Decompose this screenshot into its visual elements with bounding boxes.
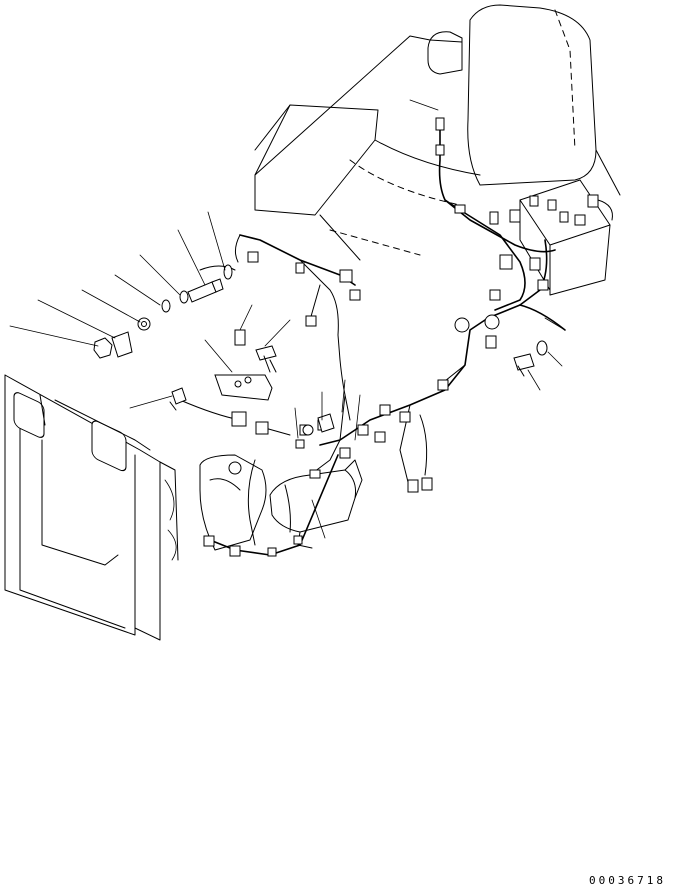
radiator-grille: [4, 374, 179, 641]
hardware-parts: [93, 264, 548, 436]
drawing-number: 00036718: [589, 874, 666, 887]
machine-body: [254, 35, 621, 261]
battery-box: [519, 179, 613, 296]
engine-assembly: [199, 454, 363, 551]
leader-lines: [9, 99, 566, 539]
operator-seat: [427, 4, 597, 186]
